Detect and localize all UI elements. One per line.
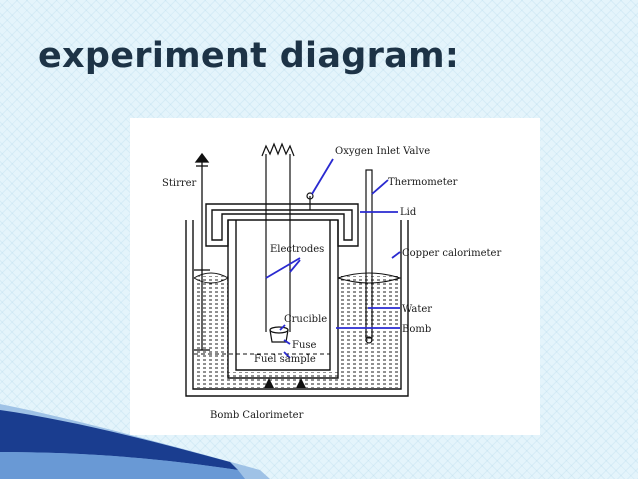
label-crucible: Crucible xyxy=(284,314,327,325)
label-water: Water xyxy=(402,304,432,315)
label-copper-calorimeter: Copper calorimeter xyxy=(402,248,501,259)
label-thermometer: Thermometer xyxy=(388,177,458,188)
diagram-panel: Stirrer Oxygen Inlet Valve Thermometer L… xyxy=(130,118,540,435)
label-fuse: Fuse xyxy=(292,340,317,351)
label-electrodes: Electrodes xyxy=(270,244,324,255)
label-fuel-sample: Fuel sample xyxy=(254,354,316,365)
diagram-caption: Bomb Calorimeter xyxy=(210,410,304,421)
thermometer xyxy=(365,169,373,344)
slide-title: experiment diagram: xyxy=(38,36,460,76)
vessel-supports xyxy=(264,378,306,388)
bomb-vessel xyxy=(227,220,339,379)
stirrer xyxy=(194,152,210,351)
bomb-calorimeter-diagram: Stirrer Oxygen Inlet Valve Thermometer L… xyxy=(162,142,501,421)
crucible xyxy=(269,326,289,343)
label-stirrer: Stirrer xyxy=(162,178,197,189)
electrodes xyxy=(261,142,295,332)
lid xyxy=(205,203,359,247)
oxygen-inlet-valve xyxy=(306,192,314,210)
label-lid: Lid xyxy=(400,207,417,218)
water-region xyxy=(194,276,400,388)
pointer-lines xyxy=(265,158,401,359)
label-oxygen-inlet-valve: Oxygen Inlet Valve xyxy=(335,146,430,157)
copper-calorimeter-vessel xyxy=(185,220,409,397)
label-bomb: Bomb xyxy=(402,324,431,335)
